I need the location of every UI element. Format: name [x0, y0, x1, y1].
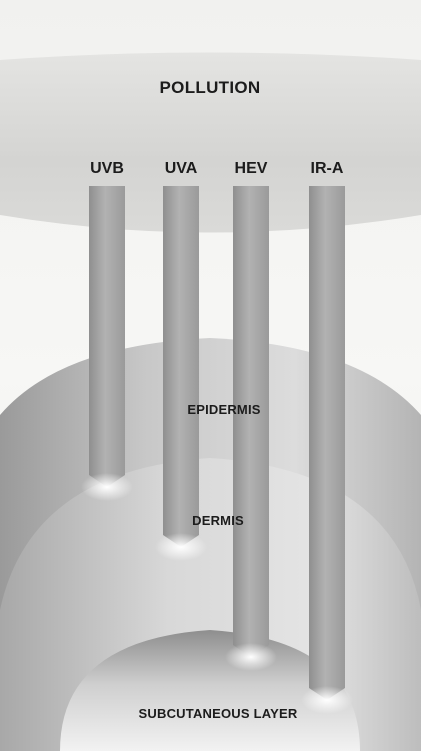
ray-label-hev: HEV [234, 160, 268, 177]
ray-ira-glow [301, 686, 353, 714]
ray-uva-glow [155, 533, 207, 561]
epidermis-label: EPIDERMIS [187, 402, 261, 417]
rays-group [81, 186, 353, 714]
ray-uvb-glow [81, 473, 133, 501]
ray-uvb [89, 186, 125, 487]
ray-ira [309, 186, 345, 700]
dermis-label: DERMIS [192, 513, 244, 528]
ray-uva [163, 186, 199, 547]
subcutaneous-layer [60, 630, 360, 751]
ray-label-uva: UVA [164, 160, 198, 177]
ray-hev [233, 186, 269, 657]
ray-label-uvb: UVB [90, 160, 124, 177]
ray-hev-glow [225, 643, 277, 671]
ray-label-ira: IR-A [310, 160, 344, 177]
pollution-label: POLLUTION [159, 78, 261, 97]
subcutaneous-label: SUBCUTANEOUS LAYER [138, 706, 298, 721]
